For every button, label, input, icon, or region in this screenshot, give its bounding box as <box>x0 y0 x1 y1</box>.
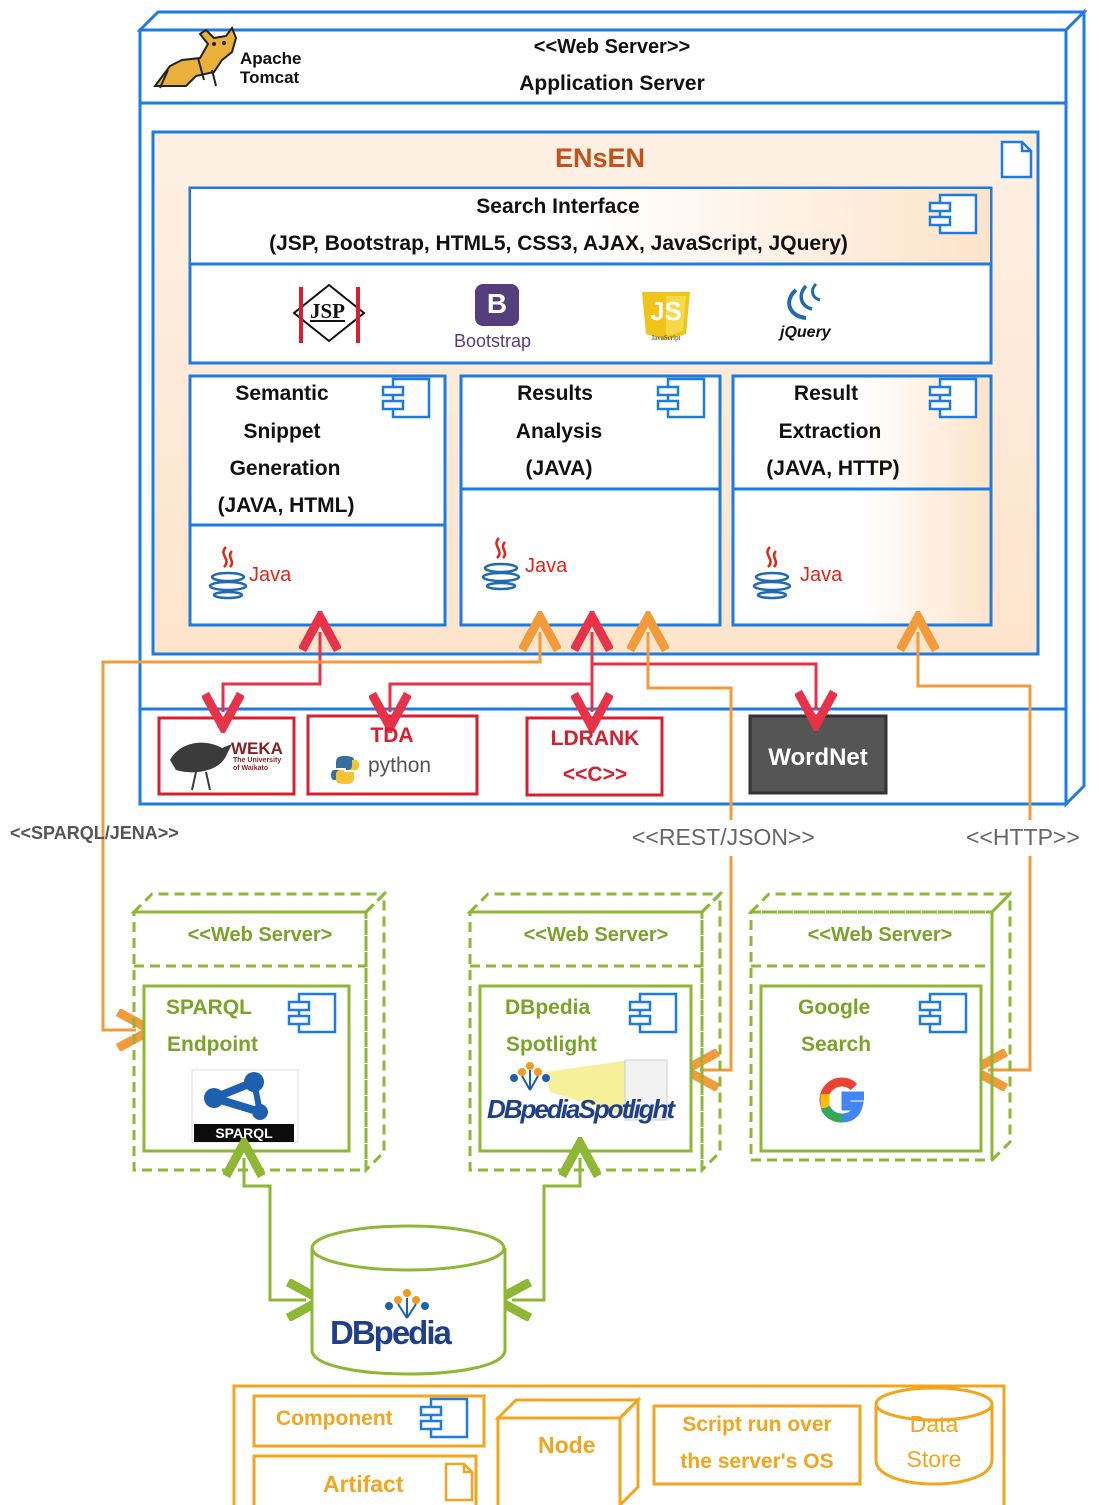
results-analysis-line3: (JAVA) <box>525 457 593 480</box>
component-icon <box>928 193 978 235</box>
tda-title: TDA <box>370 724 414 747</box>
legend-component-label: Component <box>276 1407 393 1430</box>
wordnet-title: WordNet <box>768 744 868 771</box>
component-icon <box>419 1397 469 1439</box>
sparql-jena-label: <<SPARQL/JENA>> <box>10 823 179 843</box>
result-extraction-line3: (JAVA, HTTP) <box>766 457 900 480</box>
legend-script-line1: Script run over <box>682 1413 832 1436</box>
dbpedia-data-store <box>310 1224 507 1376</box>
semantic-snippet-line3: Generation <box>229 457 341 480</box>
weka-sub1: The University <box>233 757 282 764</box>
node-stereotype: <<Web Server> <box>187 924 333 946</box>
dbpedia-logo-text: DBpedia <box>330 1314 452 1351</box>
results-analysis-line1: Results <box>517 382 593 405</box>
semantic-snippet-line1: Semantic <box>235 382 329 405</box>
java-cup-icon <box>481 537 521 591</box>
sparql-logo-text: SPARQL <box>215 1125 273 1141</box>
app-server-title: Application Server <box>519 72 705 95</box>
legend-store-line1: Data <box>909 1411 959 1437</box>
java-cup-icon <box>208 546 248 600</box>
tomcat-logo-line2: Tomcat <box>240 68 300 87</box>
weka-sub2: of Waikato <box>233 765 269 772</box>
python-logo-text: python <box>368 754 432 777</box>
bootstrap-logo-icon <box>475 284 519 326</box>
tomcat-logo-line1: Apache <box>240 49 302 68</box>
ldrank-title: LDRANK <box>550 727 640 750</box>
jquery-logo-text: jQuery <box>780 324 831 341</box>
google-logo-text: G <box>806 1064 890 1065</box>
bootstrap-logo-letter: B <box>486 288 508 319</box>
legend-node-label: Node <box>538 1432 596 1458</box>
bootstrap-logo-text: Bootstrap <box>454 331 532 351</box>
result-extraction-line2: Extraction <box>778 420 882 443</box>
sparql-logo-icon <box>191 1069 299 1143</box>
component-icon <box>918 992 968 1034</box>
legend-script-line2: the server's OS <box>680 1450 834 1473</box>
component-icon <box>628 992 678 1034</box>
legend <box>232 1384 1006 1505</box>
search-interface-tech: (JSP, Bootstrap, HTML5, CSS3, AJAX, Java… <box>269 232 848 255</box>
dbpedia-spotlight-line2: Spotlight <box>506 1033 597 1056</box>
component-icon <box>287 992 337 1034</box>
legend-store-line2: Store <box>906 1446 962 1472</box>
jsp-logo-text: JSP <box>310 299 346 323</box>
java-logo-text: Java <box>525 555 568 577</box>
spotlight-node <box>466 890 724 1174</box>
google-search-line2: Search <box>801 1033 872 1056</box>
sparql-endpoint-line2: Endpoint <box>167 1033 258 1056</box>
google-logo-icon <box>806 1064 890 1142</box>
node-stereotype: <<Web Server> <box>807 924 953 946</box>
results-analysis-line2: Analysis <box>515 420 603 443</box>
legend-artifact-label: Artifact <box>323 1471 404 1497</box>
semantic-snippet-line4: (JAVA, HTML) <box>217 494 355 517</box>
artifact-icon <box>1000 140 1033 179</box>
tomcat-logo-icon <box>153 25 238 89</box>
dbpedia-spotlight-logo-icon <box>510 1059 668 1121</box>
javascript-logo-text: JS <box>650 296 682 326</box>
java-logo-text: Java <box>249 564 292 586</box>
sparql-endpoint-line1: SPARQL <box>166 996 252 1019</box>
http-label: <<HTTP>> <box>966 824 1080 850</box>
rest-json-label: <<REST/JSON>> <box>632 824 815 850</box>
dbpedia-spotlight-logo-text: DBpediaSpotlight <box>487 1094 675 1124</box>
result-extraction-line1: Result <box>793 382 859 405</box>
dbpedia-spotlight-line1: DBpedia <box>505 996 591 1019</box>
green-connectors <box>244 1158 580 1300</box>
sparql-node <box>130 890 388 1174</box>
search-interface-title: Search Interface <box>476 195 640 218</box>
javascript-logo-icon <box>642 292 690 340</box>
semantic-snippet-line2: Snippet <box>243 420 321 443</box>
component-icon <box>656 377 706 419</box>
java-logo-text: Java <box>800 564 843 586</box>
node-stereotype: <<Web Server> <box>523 924 669 946</box>
weka-title: WEKA <box>231 739 283 758</box>
java-cup-icon <box>752 546 792 600</box>
google-node <box>747 890 1014 1164</box>
javascript-logo-caption: JavaScript <box>651 334 681 342</box>
jsp-logo-icon <box>292 282 366 344</box>
artifact-icon <box>444 1462 474 1502</box>
app-server-stereotype: <<Web Server>> <box>533 36 691 58</box>
ensen-title: ENsEN <box>554 143 646 173</box>
component-icon <box>928 377 978 419</box>
google-search-line1: Google <box>798 996 871 1019</box>
dbpedia-logo-icon <box>385 1289 429 1319</box>
ldrank-language: <<C>> <box>562 763 628 786</box>
jquery-logo-icon <box>787 282 821 320</box>
component-icon <box>381 377 431 419</box>
